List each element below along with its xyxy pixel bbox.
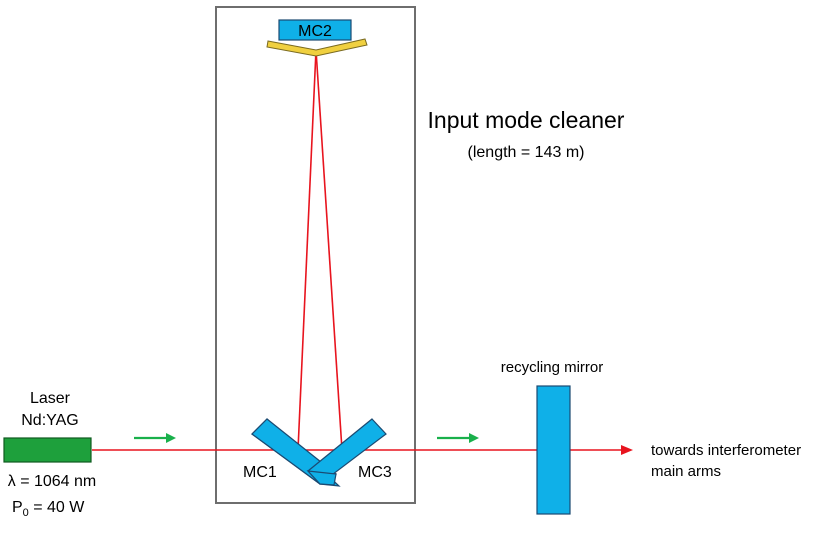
recycling-mirror [536, 385, 571, 515]
laser-type-label: Nd:YAG [21, 412, 79, 429]
beam-mc1-to-mc2 [297, 49, 317, 451]
mc2-mirror [278, 19, 352, 41]
output-label-line2: main arms [651, 463, 721, 480]
beam-output-arrowhead [621, 445, 633, 455]
propagation-arrow-1-head [166, 433, 176, 443]
mode-cleaner-title: Input mode cleaner [428, 107, 625, 133]
mc2-substrate [266, 38, 368, 57]
wavelength-label: λ = 1064 nm [8, 473, 97, 490]
output-label-line1: towards interferometer [651, 442, 801, 459]
mc1-label: MC1 [243, 464, 277, 481]
mode-cleaner-enclosure [215, 6, 416, 504]
propagation-arrow-2-head [469, 433, 479, 443]
laser-label: Laser [30, 390, 71, 407]
laser-source [3, 437, 92, 463]
mc2-label: MC2 [298, 23, 332, 40]
mc3-label: MC3 [358, 464, 392, 481]
mc-base-block [306, 470, 337, 486]
power-label: P0 = 40 W [12, 499, 85, 519]
mode-cleaner-length: (length = 143 m) [468, 144, 585, 161]
recycling-mirror-label: recycling mirror [501, 359, 604, 376]
beam-mc2-to-mc3 [315, 49, 343, 451]
